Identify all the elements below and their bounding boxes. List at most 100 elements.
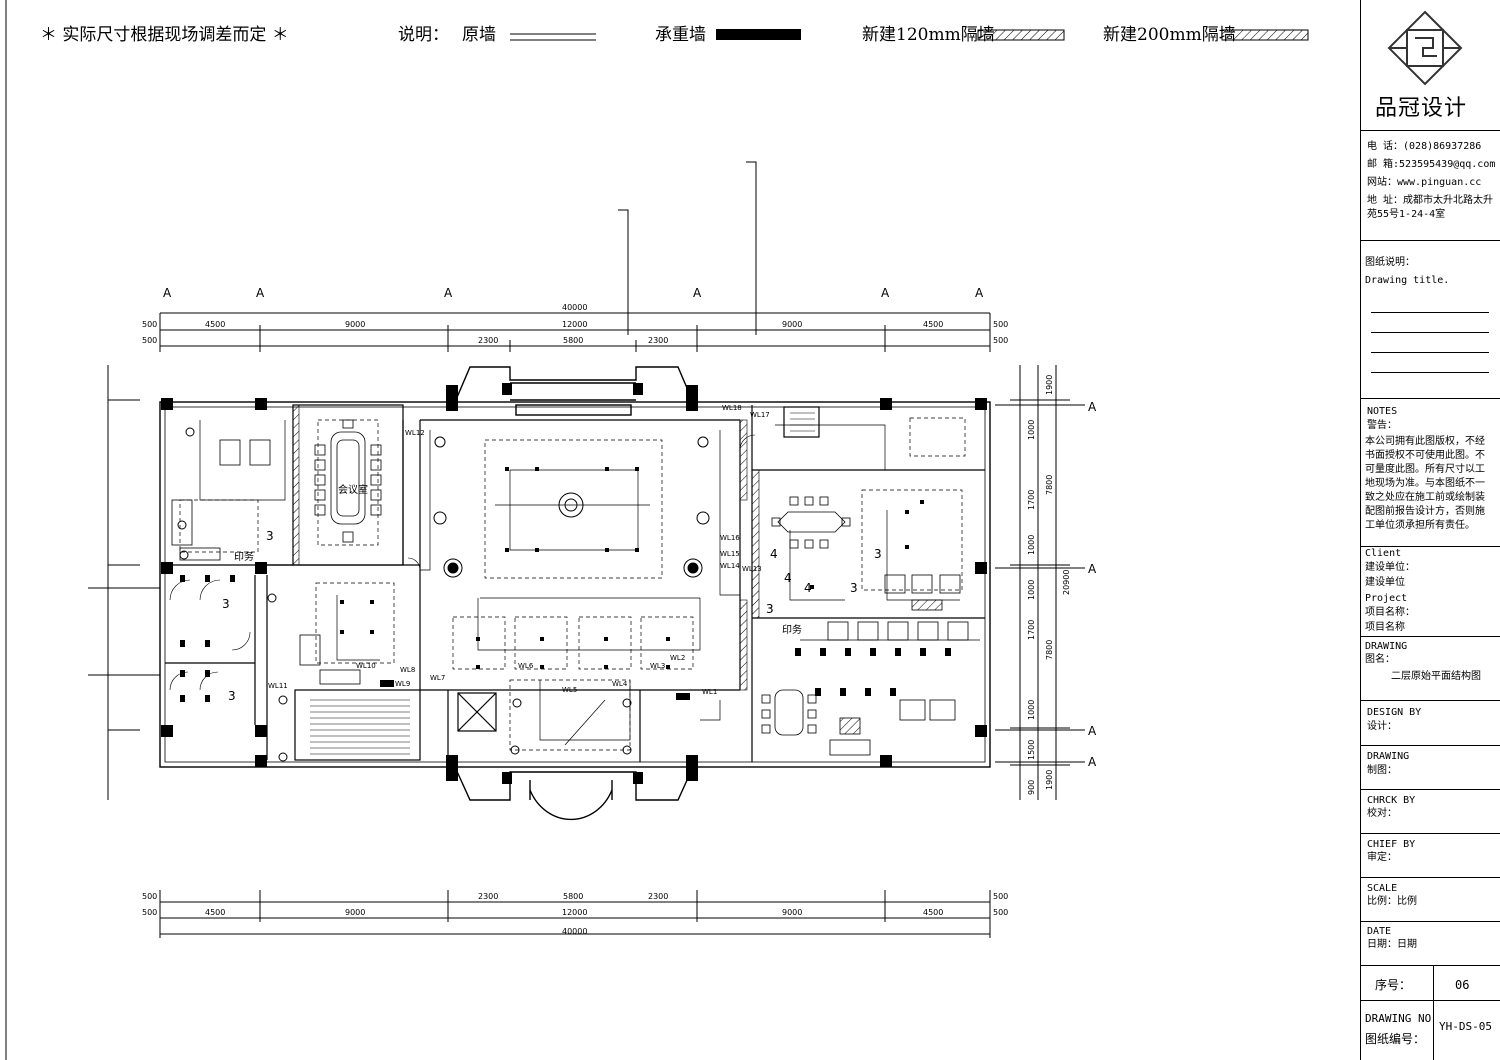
client-cn2: 建设单位 xyxy=(1365,577,1405,588)
dimension-top-labels: 40000 500 500 500 500 4500 9000 12000 90… xyxy=(142,303,1008,345)
title-block: 品冠设计 电 话：(028)86937286 邮 箱:523595439@qq.… xyxy=(1360,0,1500,1060)
seq-value: 06 xyxy=(1455,978,1470,992)
svg-text:A: A xyxy=(881,286,890,300)
client-en: Client xyxy=(1365,548,1402,559)
svg-text:1000: 1000 xyxy=(1027,420,1036,440)
svg-text:3: 3 xyxy=(222,597,230,611)
svg-text:2300: 2300 xyxy=(648,336,668,345)
svg-text:500: 500 xyxy=(142,908,157,917)
doors xyxy=(169,434,756,691)
svg-text:500: 500 xyxy=(993,892,1008,901)
svg-text:1700: 1700 xyxy=(1027,490,1036,510)
legend-bearing-wall: 承重墙 xyxy=(655,25,706,45)
svg-text:4500: 4500 xyxy=(923,908,943,917)
drawing-cn: 图名： xyxy=(1365,654,1395,665)
svg-text:A: A xyxy=(1088,724,1097,738)
svg-text:1000: 1000 xyxy=(1027,700,1036,720)
site-adjust-note: ＊ 实际尺寸根据现场调差而定 ＊ xyxy=(40,25,289,45)
svg-text:A: A xyxy=(693,286,702,300)
project-en: Project xyxy=(1365,593,1408,604)
svg-text:3: 3 xyxy=(874,547,882,561)
svg-text:3: 3 xyxy=(266,529,274,543)
svg-text:500: 500 xyxy=(993,336,1008,345)
legend-120-wall: 新建120mm隔墙 xyxy=(862,25,995,45)
svg-text:9000: 9000 xyxy=(782,908,802,917)
svg-text:A: A xyxy=(256,286,265,300)
draw-cn: 制图： xyxy=(1367,765,1397,776)
svg-text:40000: 40000 xyxy=(562,927,587,936)
dimension-right xyxy=(1010,365,1070,800)
svg-text:4500: 4500 xyxy=(923,320,943,329)
svg-text:1900: 1900 xyxy=(1045,375,1054,395)
stair-treads xyxy=(310,412,815,755)
axis-leaders-right xyxy=(995,404,1085,763)
brand-logo-icon xyxy=(1387,10,1463,86)
design-cn: 设计： xyxy=(1367,721,1397,732)
svg-text:3: 3 xyxy=(850,581,858,595)
svg-text:WL16: WL16 xyxy=(720,534,740,542)
dimension-bottom xyxy=(159,890,991,938)
date-en: DATE xyxy=(1367,926,1392,937)
drawing-no-en: DRAWING NO xyxy=(1365,1012,1432,1025)
contact-address: 地 址：成都市太升北路太升苑55号1-24-4室 xyxy=(1367,195,1494,220)
svg-text:5800: 5800 xyxy=(563,892,583,901)
project-cn1: 项目名称： xyxy=(1365,607,1415,618)
drawing-en: DRAWING xyxy=(1365,641,1408,652)
svg-text:会议室: 会议室 xyxy=(338,483,368,496)
check-en: CHRCK BY xyxy=(1367,795,1416,806)
svg-text:3: 3 xyxy=(766,602,774,616)
conference-furniture xyxy=(314,419,382,543)
svg-text:4500: 4500 xyxy=(205,320,225,329)
warning-text: 本公司拥有此图版权，不经书面授权不可使用此图。不可量度此图。所有尺寸以工地现场为… xyxy=(1365,436,1485,531)
svg-text:1900: 1900 xyxy=(1045,770,1054,790)
svg-text:WL5: WL5 xyxy=(562,686,577,694)
contact-email: 邮 箱:523595439@qq.com xyxy=(1367,159,1496,170)
meeting-furniture xyxy=(761,496,961,756)
area-numbers: 3 3 3 4 4 4 3 3 3 xyxy=(222,529,882,703)
circuit-tags: WL12 WL18 WL17 WL16 WL15 WL14 WL13 WL1 W… xyxy=(268,404,770,696)
project-cn2: 项目名称 xyxy=(1365,622,1405,633)
svg-text:WL2: WL2 xyxy=(670,654,685,662)
dimension-bottom-labels: 500 500 500 500 4500 9000 12000 9000 450… xyxy=(142,892,1008,936)
header-legend: ＊ 实际尺寸根据现场调差而定 ＊ 说明： 原墙 承重墙 新建120mm隔墙 新建… xyxy=(0,20,1360,50)
svg-text:40000: 40000 xyxy=(562,303,587,312)
drawing-name: 二层原始平面结构图 xyxy=(1391,671,1481,682)
room-labels: 会议室 印务 印务 xyxy=(234,483,802,636)
svg-text:1700: 1700 xyxy=(1027,620,1036,640)
contact-phone: 电 话：(028)86937286 xyxy=(1367,141,1482,152)
svg-text:A: A xyxy=(975,286,984,300)
legend-swatches xyxy=(510,29,1309,41)
svg-text:WL14: WL14 xyxy=(720,562,740,570)
svg-text:9000: 9000 xyxy=(782,320,802,329)
svg-text:1000: 1000 xyxy=(1027,580,1036,600)
dimension-right-labels: 1900 7800 20900 7800 1900 1000 1700 1000… xyxy=(1027,375,1071,795)
svg-text:印务: 印务 xyxy=(782,623,802,636)
svg-text:4500: 4500 xyxy=(205,908,225,917)
svg-text:2300: 2300 xyxy=(478,336,498,345)
draw-en: DRAWING xyxy=(1367,751,1410,762)
svg-text:A: A xyxy=(1088,755,1097,769)
svg-text:20900: 20900 xyxy=(1062,570,1071,595)
scale-cn: 比例：比例 xyxy=(1367,896,1417,907)
svg-text:2300: 2300 xyxy=(478,892,498,901)
svg-text:WL11: WL11 xyxy=(268,682,288,690)
svg-text:900: 900 xyxy=(1027,780,1036,795)
svg-text:500: 500 xyxy=(993,908,1008,917)
svg-text:500: 500 xyxy=(142,320,157,329)
dimension-left xyxy=(88,365,160,800)
svg-text:7800: 7800 xyxy=(1045,640,1054,660)
svg-text:500: 500 xyxy=(142,892,157,901)
svg-text:WL1: WL1 xyxy=(702,688,717,696)
chief-cn: 审定： xyxy=(1367,852,1397,863)
svg-text:WL17: WL17 xyxy=(750,411,770,419)
svg-text:4: 4 xyxy=(770,547,778,561)
svg-text:12000: 12000 xyxy=(562,908,587,917)
svg-text:9000: 9000 xyxy=(345,320,365,329)
svg-text:WL15: WL15 xyxy=(720,550,740,558)
brand-name: 品冠设计 xyxy=(1375,96,1468,121)
notes-label: NOTES xyxy=(1367,406,1398,417)
svg-text:500: 500 xyxy=(142,336,157,345)
svg-text:WL6: WL6 xyxy=(518,662,534,670)
svg-text:7800: 7800 xyxy=(1045,475,1054,495)
